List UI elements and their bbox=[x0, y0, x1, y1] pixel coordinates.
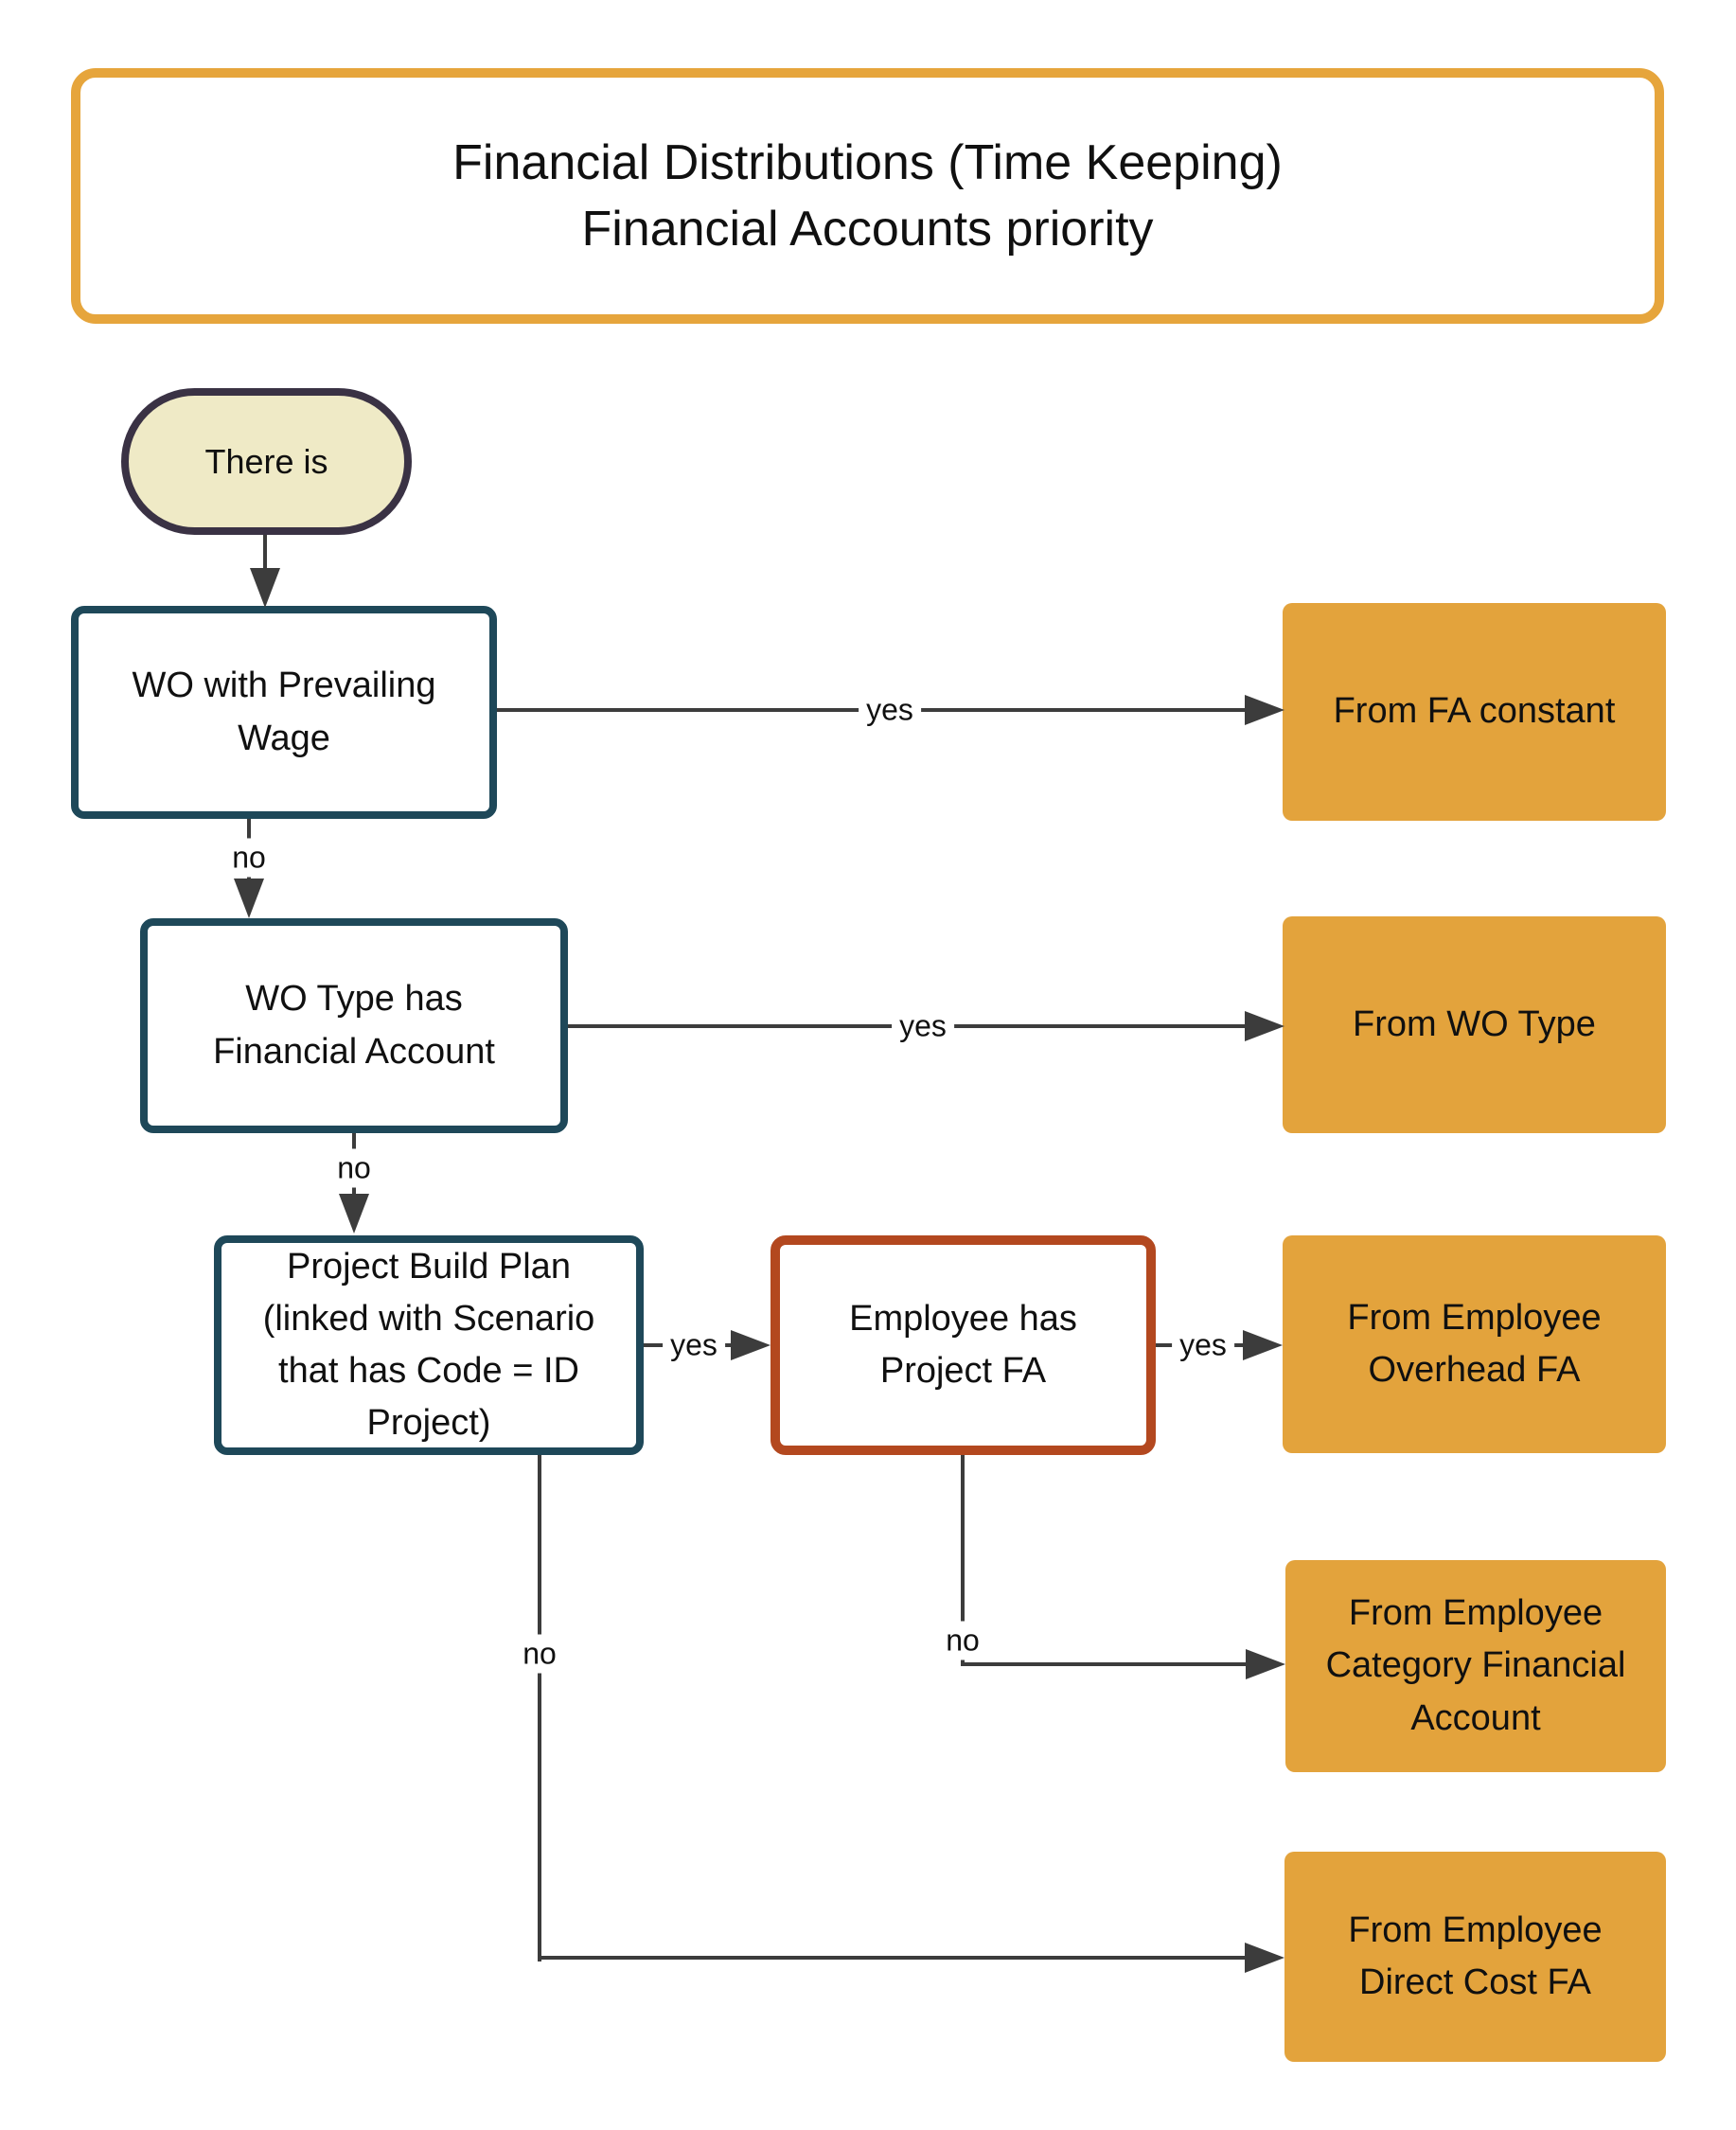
decision-wo-prevailing-wage: WO with Prevailing Wage bbox=[71, 606, 497, 819]
edge-label-d2-yes: yes bbox=[892, 1006, 954, 1046]
edge-label-d4-yes: yes bbox=[1172, 1325, 1234, 1365]
edge-label-d2-no: no bbox=[329, 1148, 379, 1188]
connector-d3-no-vertical bbox=[538, 1455, 541, 1961]
decision-employee-has-project-fa: Employee has Project FA bbox=[771, 1235, 1156, 1455]
edge-label-d3-no: no bbox=[515, 1634, 564, 1674]
edge-label-d3-yes: yes bbox=[663, 1325, 725, 1365]
edge-label-d1-yes: yes bbox=[859, 690, 921, 730]
result-from-fa-constant: From FA constant bbox=[1283, 603, 1666, 821]
decision-project-build-plan: Project Build Plan (linked with Scenario… bbox=[214, 1235, 644, 1455]
arrowhead-right-into-from-fa-constant bbox=[1245, 695, 1284, 725]
title-box: Financial Distributions (Time Keeping) F… bbox=[71, 68, 1664, 324]
result-from-employee-direct-cost-fa: From Employee Direct Cost FA bbox=[1284, 1852, 1666, 2062]
decision-wo-type-has-financial-account: WO Type has Financial Account bbox=[140, 918, 568, 1133]
start-node: There is bbox=[121, 388, 412, 535]
arrowhead-right-into-from-wo-type bbox=[1245, 1011, 1284, 1041]
result-from-employee-overhead-fa: From Employee Overhead FA bbox=[1283, 1235, 1666, 1453]
edge-label-d4-no: no bbox=[938, 1621, 987, 1660]
arrowhead-right-into-from-employee-overhead-fa bbox=[1243, 1330, 1283, 1360]
title-line-1: Financial Distributions (Time Keeping) bbox=[452, 134, 1283, 190]
connector-d4-no-vertical bbox=[961, 1455, 965, 1666]
arrowhead-down-into-wo-type bbox=[234, 879, 264, 918]
connector-d4-no-horizontal bbox=[961, 1662, 1248, 1666]
arrowhead-right-into-from-employee-direct-cost-fa bbox=[1245, 1943, 1284, 1973]
arrowhead-down-into-wo-prevailing-wage bbox=[250, 568, 280, 608]
edge-label-d1-no: no bbox=[224, 838, 274, 878]
arrowhead-down-into-project-build-plan bbox=[339, 1194, 369, 1234]
title-line-2: Financial Accounts priority bbox=[581, 202, 1154, 257]
result-from-wo-type: From WO Type bbox=[1283, 916, 1666, 1133]
result-from-employee-category-financial-account: From Employee Category Financial Account bbox=[1285, 1560, 1666, 1772]
connector-d3-no-horizontal bbox=[538, 1956, 1247, 1960]
connector-start-to-wo-prevailing-wage bbox=[263, 535, 267, 573]
arrowhead-right-into-from-employee-category-financial-account bbox=[1246, 1649, 1285, 1679]
arrowhead-right-into-employee-has-project-fa bbox=[731, 1330, 771, 1360]
